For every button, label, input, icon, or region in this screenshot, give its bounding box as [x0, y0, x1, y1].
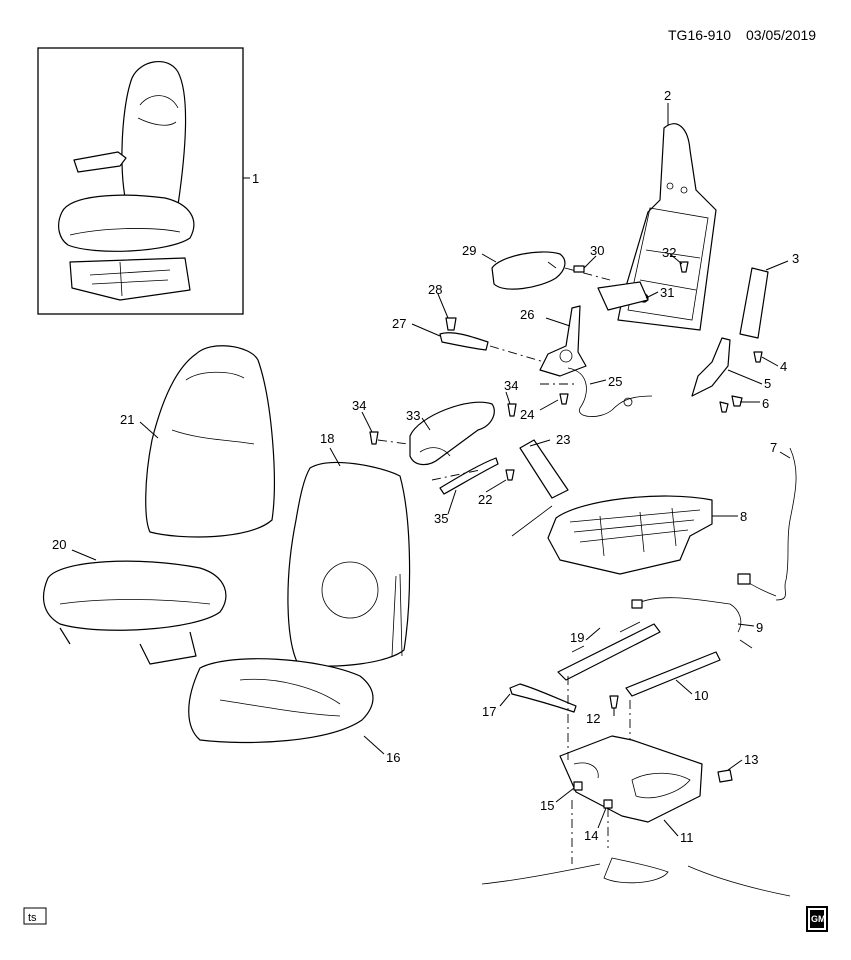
bracket-part-23 [519, 439, 569, 499]
callout-6: 6 [762, 396, 769, 411]
svg-text:ts: ts [28, 912, 37, 924]
callout-27: 27 [392, 316, 406, 331]
back-panel-part-3 [739, 267, 769, 339]
callout-7: 7 [770, 440, 777, 455]
callout-31: 31 [660, 285, 674, 300]
callout-32: 32 [662, 245, 676, 260]
callout-9: 9 [756, 620, 763, 635]
callout-10: 10 [694, 688, 708, 703]
seat-adjuster-part-19 [557, 623, 661, 681]
cable-part-25 [567, 367, 653, 417]
callout-24: 24 [520, 407, 534, 422]
seat-cushion-cover-part-20 [42, 560, 227, 631]
bolts-part-6 [719, 395, 743, 413]
diagram-reference-number: TG16-910 [668, 27, 731, 43]
harness-part-9 [635, 577, 777, 649]
floor-panel [481, 857, 791, 897]
callout-18: 18 [320, 431, 334, 446]
callout-4: 4 [780, 359, 787, 374]
callout-19: 19 [570, 630, 584, 645]
callout-33: 33 [406, 408, 420, 423]
bolt-part-4 [753, 351, 763, 363]
clip-part-32 [679, 261, 689, 273]
bolt-part-22 [505, 469, 515, 481]
callout-17: 17 [482, 704, 496, 719]
callout-26: 26 [520, 307, 534, 322]
bolt-part-28 [445, 317, 457, 331]
trim-part-35 [439, 457, 499, 495]
nut-part-15 [573, 781, 583, 791]
bolt-part-12 [609, 695, 619, 709]
callout-30: 30 [590, 243, 604, 258]
ts-tag: ts [23, 907, 47, 925]
bolt-part-24 [559, 393, 569, 405]
armrest-pin-part-30 [573, 265, 585, 273]
callout-29: 29 [462, 243, 476, 258]
callout-3: 3 [792, 251, 799, 266]
callout-34-right: 34 [504, 378, 518, 393]
screw-part-34-right [507, 403, 517, 417]
callout-16: 16 [386, 750, 400, 765]
diagram-date: 03/05/2019 [746, 27, 816, 43]
callout-2: 2 [664, 88, 671, 103]
seat-back-pad-part-18 [287, 461, 411, 667]
callout-11: 11 [680, 830, 694, 845]
callout-5: 5 [764, 376, 771, 391]
callout-28: 28 [428, 282, 442, 297]
seat-pan-frame-part-8 [547, 495, 713, 575]
harness-part-7 [775, 447, 797, 601]
callout-15: 15 [540, 798, 554, 813]
handle-part-27 [439, 332, 489, 351]
seat-riser-part-11 [559, 735, 703, 823]
armrest-part-29 [491, 251, 566, 290]
svg-text:GM: GM [811, 914, 826, 924]
inset-seat-part-1 [37, 47, 244, 315]
callout-14: 14 [584, 828, 598, 843]
seat-track-part-10 [625, 651, 721, 697]
leader-lines [71, 103, 791, 837]
callout-1: 1 [252, 171, 259, 186]
release-bar-part-17 [509, 683, 577, 713]
callout-35: 35 [434, 511, 448, 526]
side-cover-part-33 [409, 401, 495, 466]
screw-part-34-left [369, 431, 379, 445]
recliner-right-part-5 [691, 337, 731, 397]
seat-back-cover-part-21 [145, 345, 275, 538]
callout-labels: 1 2 3 4 5 6 7 8 9 10 11 12 13 14 15 16 1… [52, 88, 799, 845]
seat-cushion-pad-part-16 [188, 658, 374, 744]
nut-part-14 [603, 799, 613, 809]
callout-25: 25 [608, 374, 622, 389]
gm-logo-icon: GM [806, 906, 828, 932]
callout-23: 23 [556, 432, 570, 447]
callout-12: 12 [586, 711, 600, 726]
nut-part-13 [717, 769, 733, 783]
callout-21: 21 [120, 412, 134, 427]
callout-22: 22 [478, 492, 492, 507]
callout-20: 20 [52, 537, 66, 552]
callout-34-left: 34 [352, 398, 366, 413]
callout-13: 13 [744, 752, 758, 767]
recliner-left-part-26 [539, 305, 587, 377]
callout-8: 8 [740, 509, 747, 524]
